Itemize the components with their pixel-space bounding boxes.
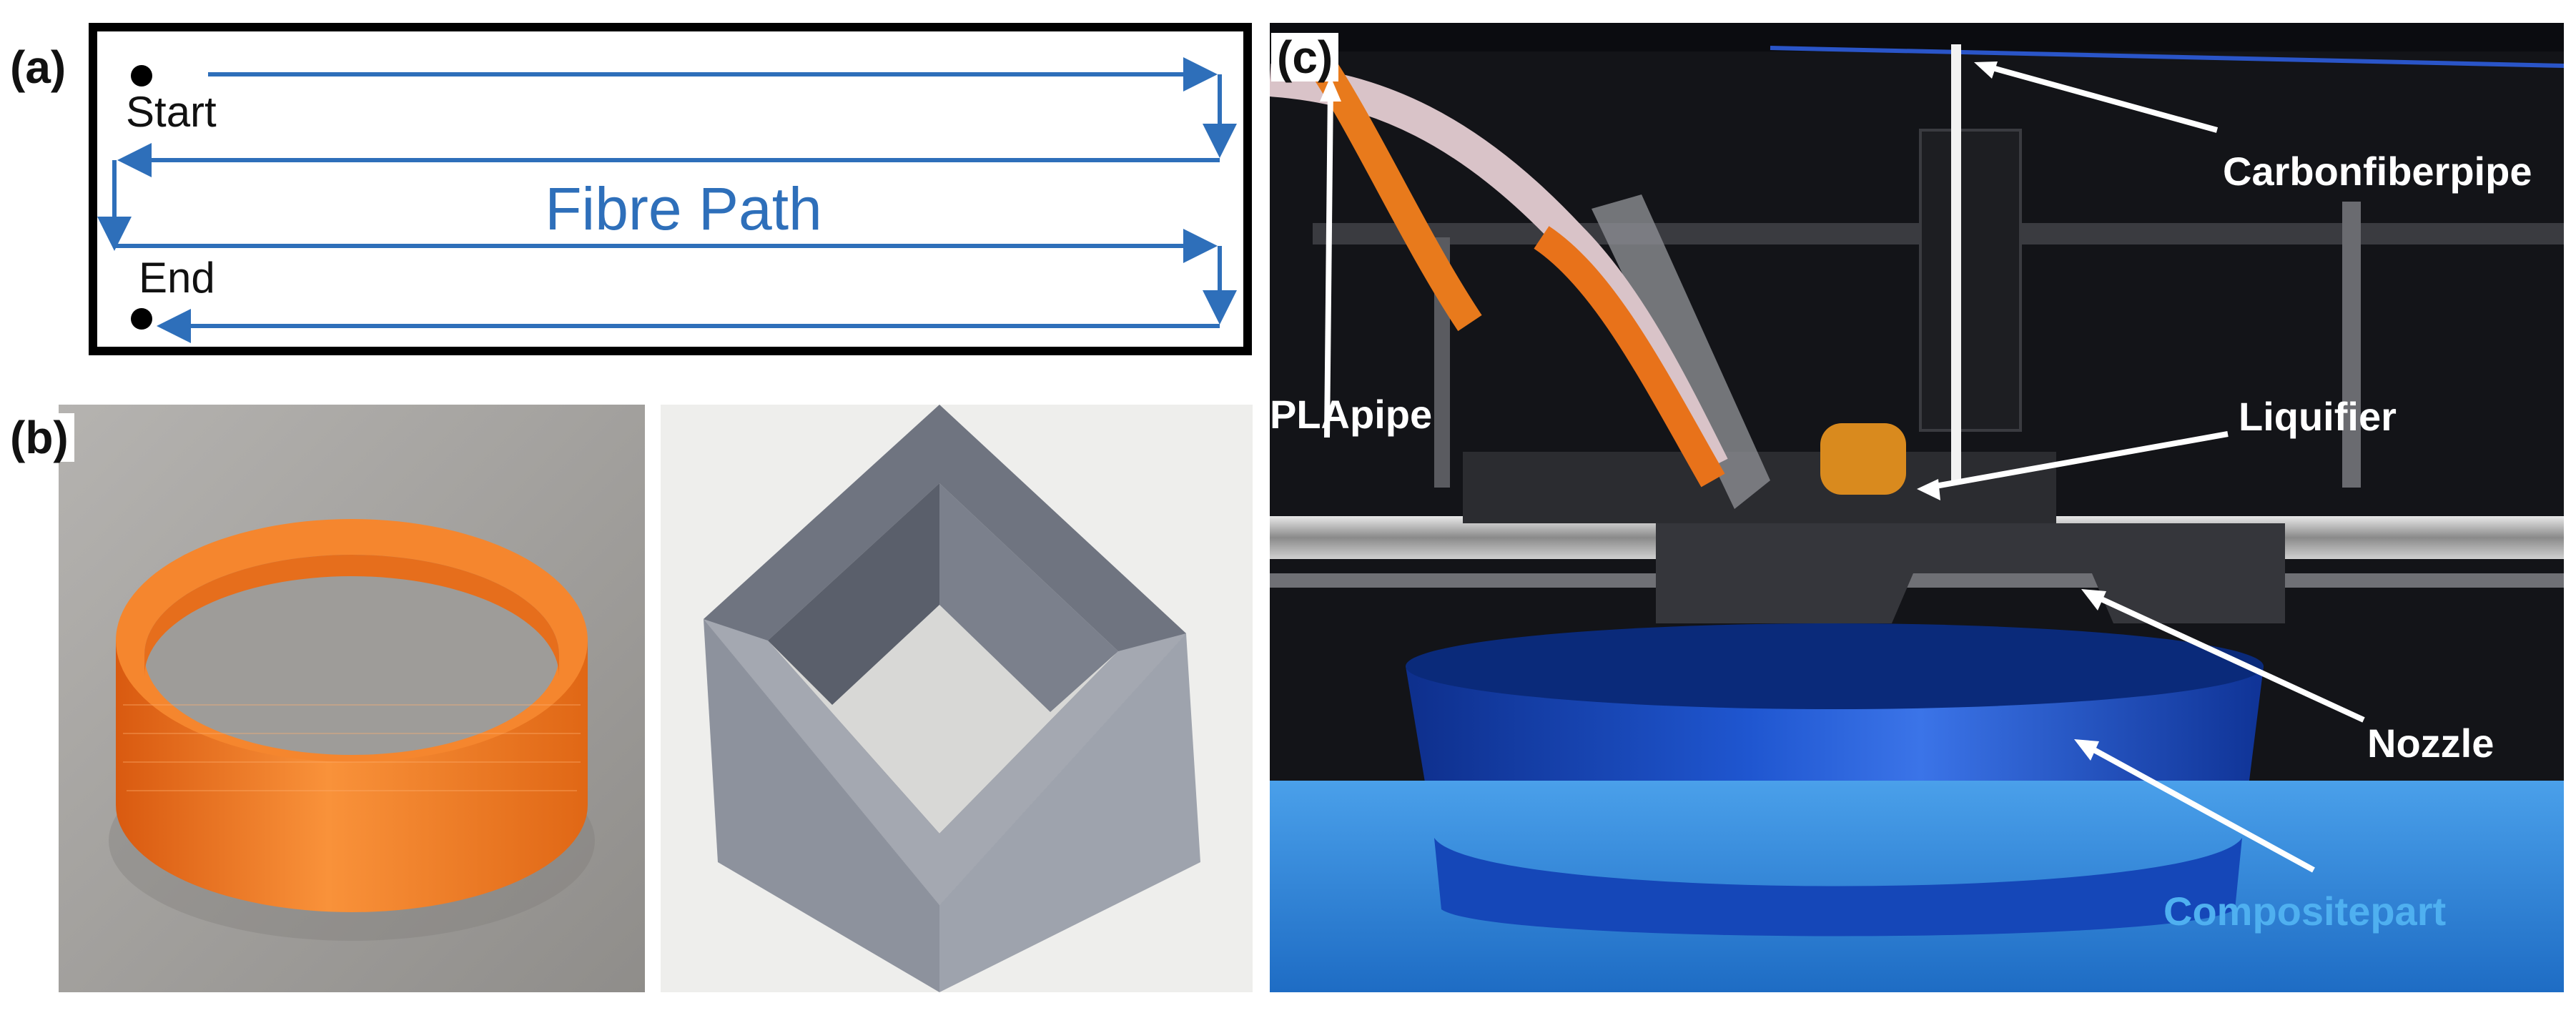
fibre-path-arrows bbox=[97, 57, 1237, 343]
printed-ring-photo bbox=[59, 405, 645, 992]
arrow-plapipe bbox=[1324, 87, 1333, 438]
start-label: Start bbox=[126, 88, 217, 136]
callout-carbonfiberpipe: Carbonfiberpipe bbox=[2223, 149, 2532, 194]
start-point-dot bbox=[131, 65, 152, 87]
arrow-nozzle bbox=[2091, 592, 2365, 723]
fibre-path-label: Fibre Path bbox=[545, 175, 822, 242]
fibre-path-diagram: Start End Fibre Path bbox=[89, 23, 1252, 355]
orange-ring-image bbox=[59, 405, 645, 992]
panel-b-label: (b) bbox=[4, 413, 74, 462]
callout-liquifier: Liquifier bbox=[2239, 394, 2397, 439]
printer-photo: Carbonfiberpipe PLApipe Liquifier Nozzle… bbox=[1270, 23, 2564, 992]
end-point-dot bbox=[131, 308, 152, 330]
callout-compositepart: Compositepart bbox=[2163, 889, 2447, 934]
arrow-liquifier bbox=[1927, 431, 2229, 490]
printed-box-photo bbox=[661, 405, 1253, 992]
printer-scene-image bbox=[1270, 23, 2564, 992]
end-label: End bbox=[139, 254, 215, 302]
callout-nozzle: Nozzle bbox=[2367, 721, 2494, 766]
grey-box-image bbox=[661, 405, 1253, 992]
panel-a-label: (a) bbox=[4, 43, 72, 92]
arrow-carbonfiberpipe bbox=[1983, 63, 2219, 133]
arrow-compositepart bbox=[2083, 742, 2315, 873]
panel-c-label: (c) bbox=[1271, 33, 1339, 81]
callout-plapipe: PLApipe bbox=[1270, 392, 1433, 437]
